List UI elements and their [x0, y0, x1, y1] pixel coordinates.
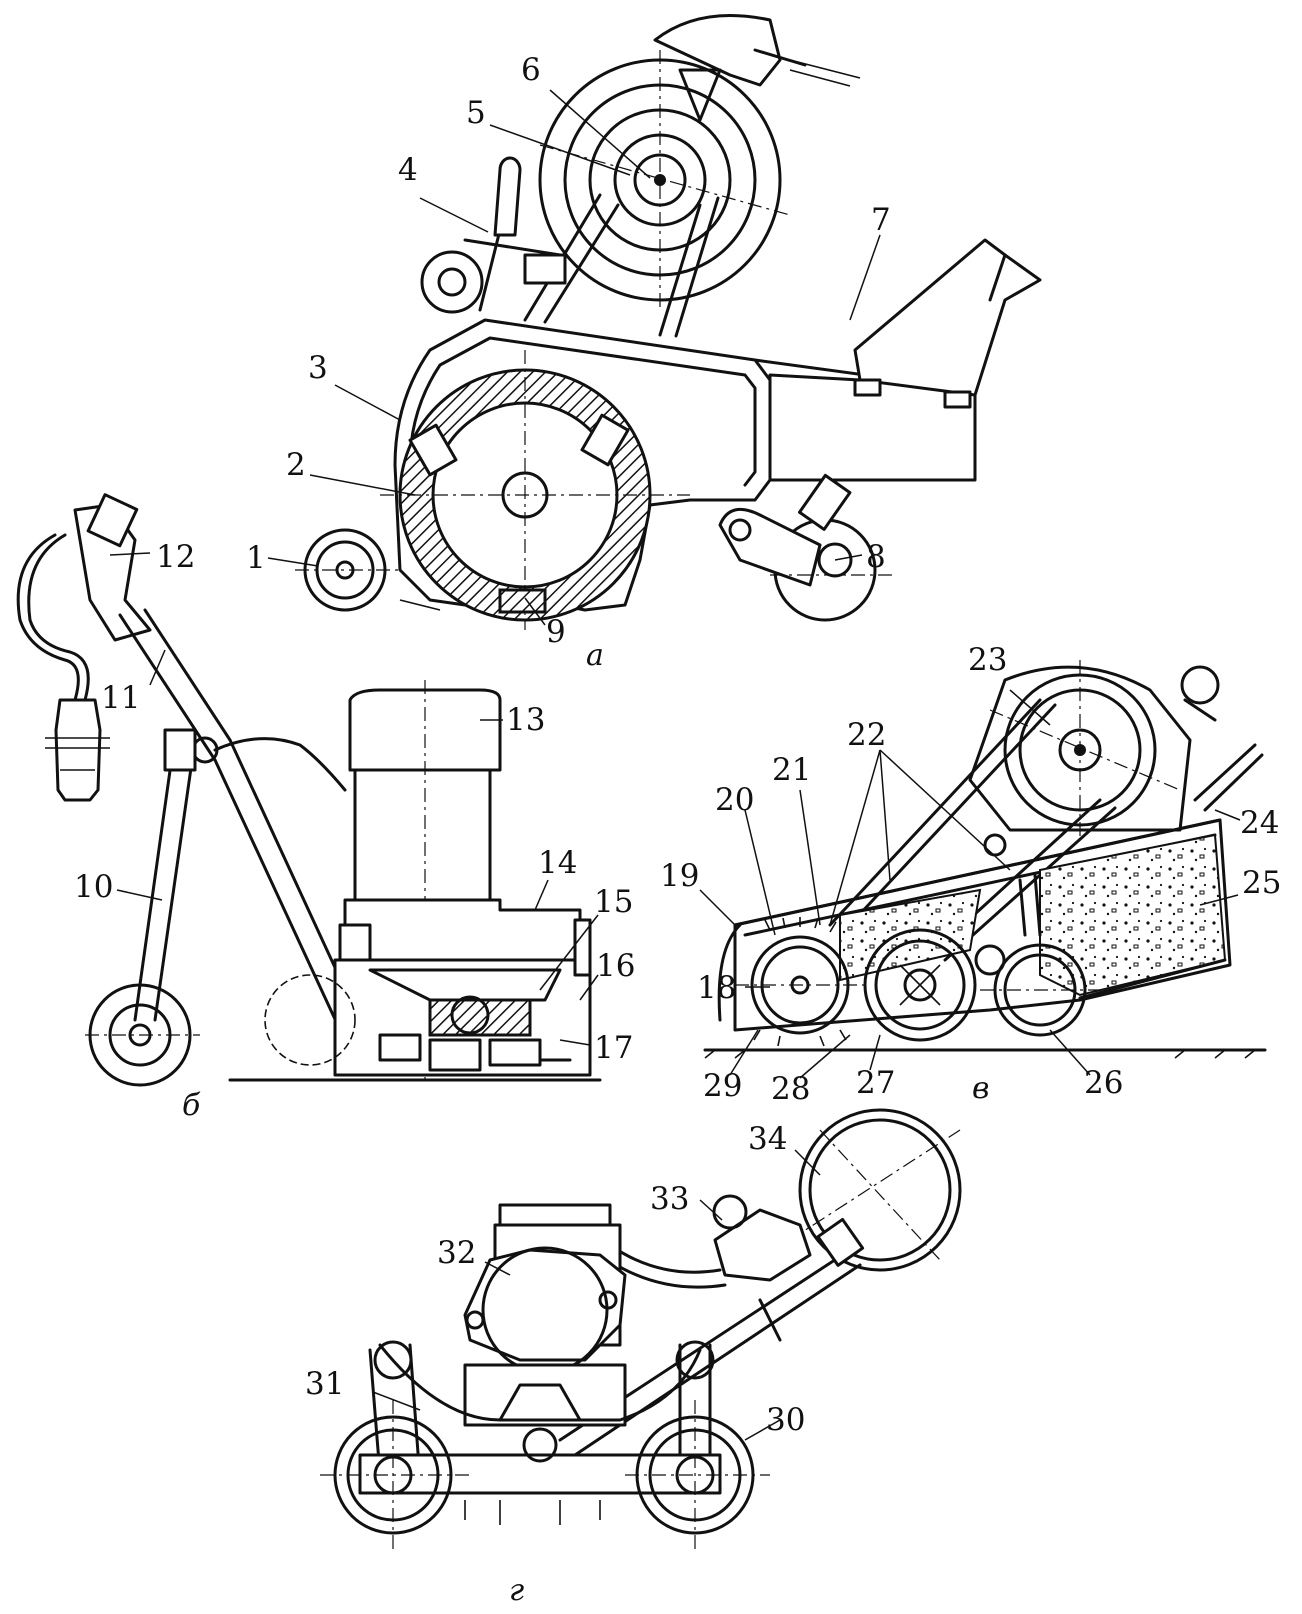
label-30: 30 [766, 1402, 805, 1438]
label-31: 31 [305, 1366, 344, 1402]
label-15: 15 [594, 884, 633, 920]
label-8: 8 [866, 539, 886, 575]
label-3: 3 [308, 350, 328, 386]
label-20: 20 [715, 782, 754, 818]
label-5: 5 [466, 95, 486, 131]
motor-a [538, 14, 861, 310]
label-4: 4 [398, 152, 418, 188]
label-11: 11 [101, 680, 140, 716]
subfigure-label-b: б [182, 1088, 201, 1123]
label-1: 1 [246, 540, 266, 576]
label-18: 18 [697, 970, 736, 1006]
callout-labels: 1 2 3 4 5 6 7 8 9 10 11 12 13 14 15 16 1… [74, 52, 1281, 1438]
label-26: 26 [1084, 1065, 1123, 1101]
label-19: 19 [660, 858, 699, 894]
subfigure-label-v: в [972, 1071, 989, 1106]
label-16: 16 [596, 948, 635, 984]
label-2: 2 [286, 447, 306, 483]
figure-a-grinding-machine [295, 14, 1042, 630]
label-14: 14 [538, 845, 577, 881]
leader-lines [109, 89, 1241, 1441]
label-34: 34 [748, 1121, 787, 1157]
label-9: 9 [546, 614, 566, 650]
subfigure-label-g: г [509, 1573, 524, 1608]
label-17: 17 [594, 1030, 633, 1066]
figure-v-sweeper [703, 660, 1267, 1059]
label-13: 13 [506, 702, 545, 738]
label-6: 6 [521, 52, 541, 88]
label-24: 24 [1240, 805, 1279, 841]
figure-g-machine [320, 1108, 962, 1550]
figure-b-machine [16, 493, 602, 1087]
subfigure-labels: а б в г [182, 638, 989, 1608]
label-21: 21 [772, 752, 811, 788]
label-12: 12 [156, 539, 195, 575]
label-23: 23 [968, 642, 1007, 678]
label-10: 10 [74, 869, 113, 905]
label-29: 29 [703, 1068, 742, 1104]
subfigure-label-a: а [586, 638, 604, 673]
label-28: 28 [771, 1071, 810, 1107]
label-22: 22 [847, 717, 886, 753]
label-32: 32 [437, 1235, 476, 1271]
label-33: 33 [650, 1181, 689, 1217]
label-27: 27 [856, 1065, 895, 1101]
label-7: 7 [871, 202, 891, 238]
label-25: 25 [1242, 865, 1281, 901]
